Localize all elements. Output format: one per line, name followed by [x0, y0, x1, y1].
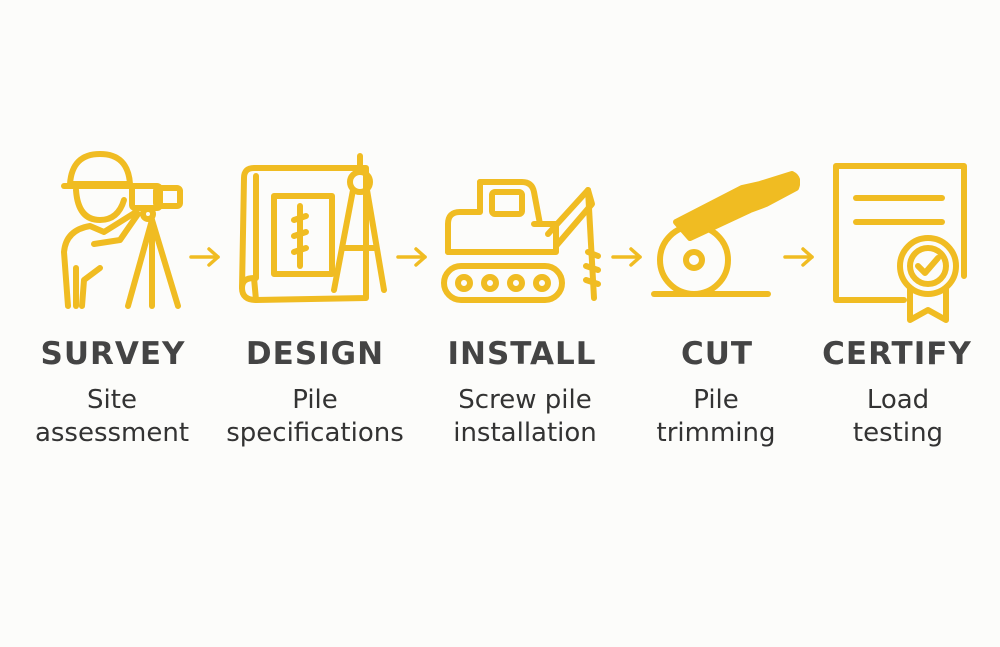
step-desc-survey: Site assessment [12, 384, 212, 450]
step-desc-line: Site [87, 385, 137, 415]
arrow-right-icon [189, 247, 220, 267]
blueprint-with-compass-icon [236, 148, 396, 328]
step-desc-install: Screw pile installation [425, 384, 625, 450]
step-desc-line: testing [852, 418, 944, 448]
step-desc-certify: Load testing [798, 384, 998, 450]
step-title-design: DESIGN [245, 336, 385, 372]
step-desc-line: assessment [34, 418, 190, 448]
arrow-right-icon [396, 247, 427, 267]
step-desc-line: installation [453, 418, 597, 448]
excavator-drilling-rig-icon [438, 148, 608, 328]
arrow-right-icon [783, 247, 814, 267]
step-desc-line: specifications [226, 418, 404, 448]
step-desc-line: Pile [292, 385, 338, 415]
step-desc-line: Pile [693, 385, 739, 415]
step-desc-line: Screw pile [458, 385, 592, 415]
certificate-with-badge-icon [826, 148, 976, 328]
step-desc-line: Load [866, 385, 930, 415]
step-title-certify: CERTIFY [822, 336, 972, 372]
step-desc-design: Pile specifications [215, 384, 415, 450]
step-desc-cut: Pile trimming [616, 384, 816, 450]
step-desc-line: trimming [656, 418, 776, 448]
step-title-install: INSTALL [447, 336, 597, 372]
step-title-cut: CUT [680, 336, 754, 372]
surveyor-with-theodolite-icon [38, 148, 188, 328]
step-title-survey: SURVEY [40, 336, 186, 372]
arrow-right-icon [611, 247, 642, 267]
angle-grinder-cutting-icon [650, 148, 800, 328]
